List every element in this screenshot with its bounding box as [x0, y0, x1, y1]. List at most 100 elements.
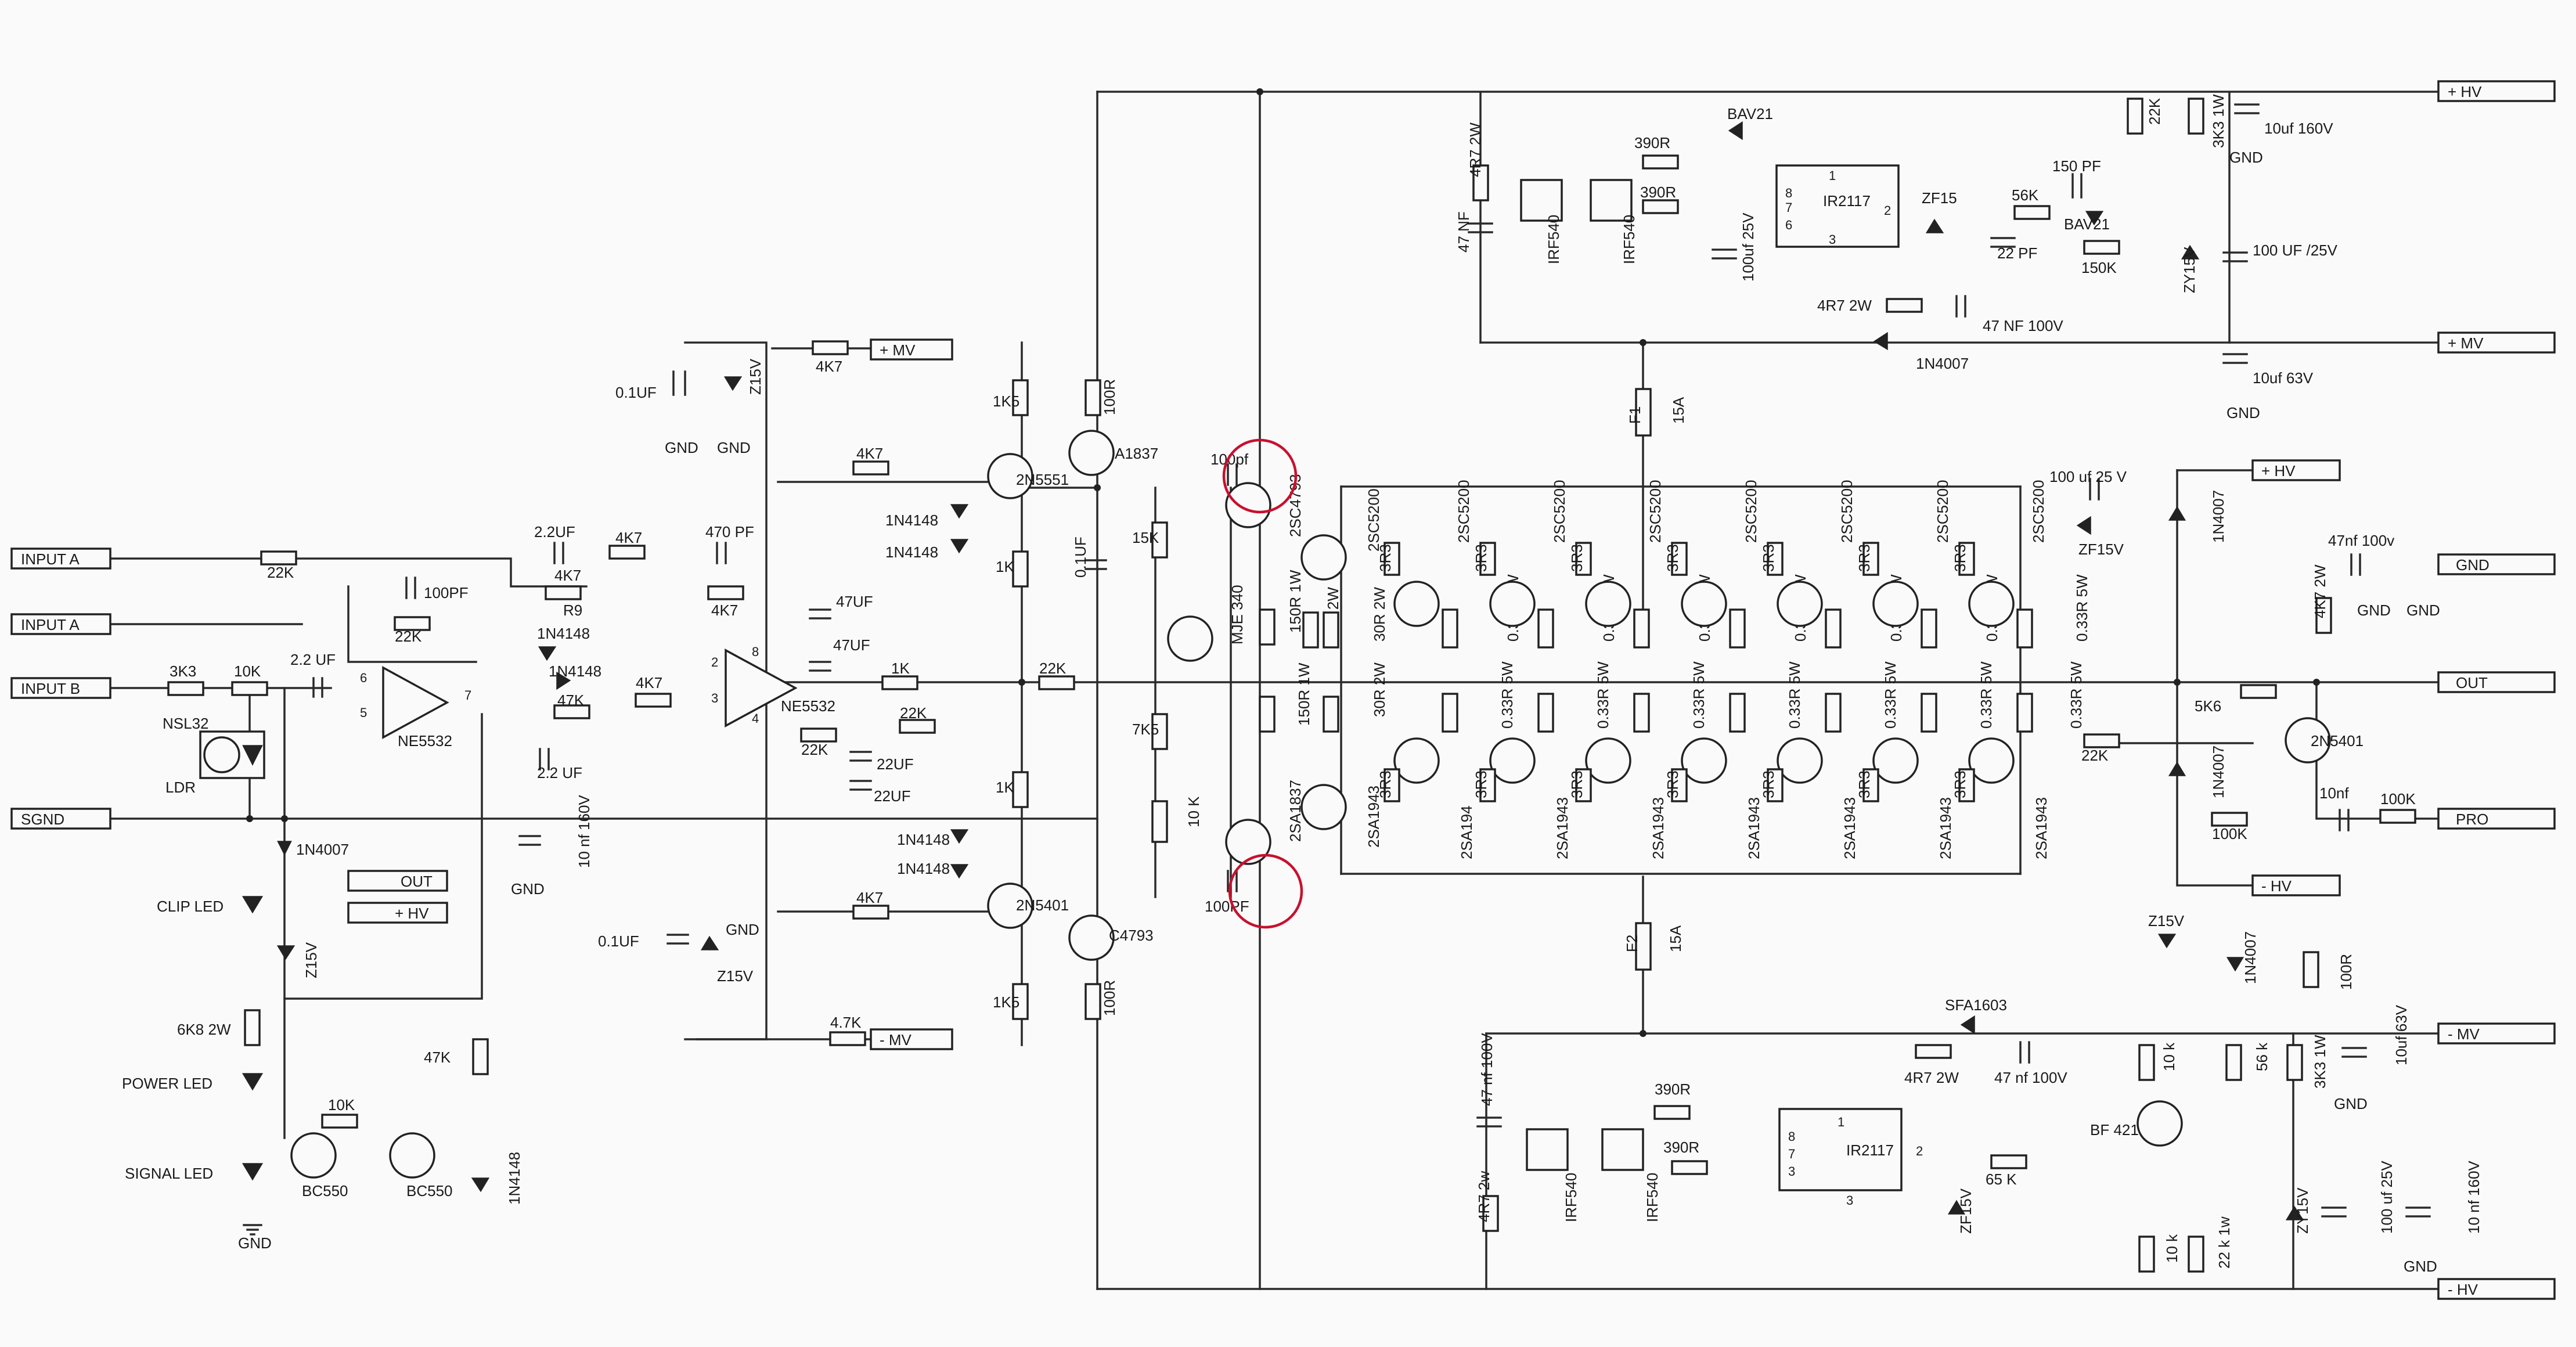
hv-port-right[interactable] [2251, 459, 2341, 481]
hv-neg-port-bot[interactable] [2437, 1278, 2556, 1300]
component-label: 1N4148 [897, 860, 950, 877]
component-label: 30R 2W [1371, 662, 1388, 717]
component-label: 47 NF [1455, 211, 1472, 253]
resistor-150r-a [1259, 608, 1276, 646]
pnp-transistor-5 [1777, 737, 1823, 784]
component-label: 6K8 2W [177, 1021, 231, 1038]
component-label: 10uf 63V [2253, 369, 2314, 387]
opamp-ne5532-1 [382, 666, 449, 739]
out-port-left[interactable] [347, 870, 448, 892]
component-label: 2.2 UF [290, 651, 336, 668]
component-label: 3 [1846, 1193, 1853, 1208]
component-label: ZF15 [1922, 189, 1957, 207]
capacitor-100pf-bot [1227, 870, 1238, 892]
input-a-port-2[interactable] [10, 613, 111, 635]
component-label: BC550 [406, 1182, 453, 1200]
component-label: 10uf 160V [2264, 120, 2333, 137]
component-label: 2SA194 [1458, 805, 1475, 859]
gnd-symbol-led [243, 1224, 262, 1236]
component-label: 1N4148 [897, 831, 950, 848]
component-label: 1K5 [993, 993, 1019, 1011]
base-resistor-pnp-6 [1862, 768, 1879, 802]
mv-port-top[interactable] [2437, 332, 2556, 354]
resistor-22k-top [2127, 98, 2143, 135]
resistor-4r7-bottom-b [1482, 1195, 1499, 1232]
component-label: 47 nf 100V [1478, 1033, 1496, 1106]
component-label: 150R 1W [1287, 570, 1304, 633]
emitter-resistor-npn-1 [1442, 608, 1458, 649]
mv-port-input[interactable] [870, 338, 953, 361]
input-a-port-1[interactable] [10, 548, 111, 570]
power-led-icon [242, 1073, 264, 1091]
resistor-100r-bottom [2303, 951, 2319, 988]
component-label: 22K [1039, 660, 1067, 677]
component-label: 47nf 100v [2328, 532, 2394, 549]
emitter-resistor-pnp-5 [1825, 693, 1842, 733]
gnd-port-right[interactable] [2437, 553, 2556, 575]
capacitor-10uf-63v-top [2222, 353, 2248, 364]
component-label: 100uf 25V [1739, 213, 1757, 282]
component-label: MJE 340 [1228, 585, 1246, 644]
mv-neg-label-right: - MV [2448, 1025, 2480, 1043]
emitter-resistor-npn-7 [2016, 608, 2033, 649]
component-label: 3R3 [1951, 544, 1969, 572]
component-label: 4R7 2W [1904, 1069, 1959, 1086]
component-label: 1N4007 [296, 841, 349, 858]
resistor-390r-d [1671, 1160, 1708, 1175]
resistor-22k-fb [394, 616, 431, 631]
base-resistor-pnp-4 [1671, 768, 1688, 802]
component-label: NE5532 [398, 732, 452, 750]
component-label: 10nf [2319, 784, 2349, 802]
component-label: 10 nf 160V [2465, 1161, 2483, 1234]
base-resistor-npn-5 [1767, 542, 1784, 576]
sgnd-port[interactable] [10, 808, 111, 830]
pro-port[interactable] [2437, 808, 2556, 830]
signal-led-icon [242, 1163, 264, 1181]
hv-port-top[interactable] [2437, 80, 2556, 102]
component-label: 100R [1101, 980, 1118, 1016]
component-label: 390R [1655, 1081, 1691, 1098]
hv-port-left[interactable] [347, 902, 448, 924]
component-label: 100PF [424, 584, 469, 602]
transistor-2sa1943-driver [1300, 784, 1347, 830]
mv-port-neg-left[interactable] [870, 1028, 953, 1050]
component-label: 100K [2212, 825, 2247, 842]
component-label: BC550 [302, 1182, 348, 1200]
component-label: Z15V [717, 967, 754, 985]
resistor-4k7-mv [812, 340, 849, 355]
component-label: 4R7 2W [1467, 123, 1484, 177]
component-label: 22 PF [1997, 244, 2037, 262]
hv-neg-port-right[interactable] [2251, 874, 2341, 896]
capacitor-100pf [405, 577, 416, 599]
input-b-port[interactable] [10, 677, 111, 699]
resistor-4r7-top-b [1886, 298, 1923, 313]
component-label: 1K [996, 779, 1014, 796]
mv-label-input: + MV [880, 341, 916, 359]
component-label: ZF15V [2078, 541, 2124, 558]
component-label: GND [2229, 149, 2263, 166]
resistor-4k7-vas-top [852, 460, 889, 476]
transistor-bf421 [2137, 1100, 2183, 1147]
resistor-100r-bot [1085, 983, 1101, 1020]
base-resistor-npn-6 [1862, 542, 1879, 576]
out-port-right[interactable] [2437, 671, 2556, 693]
component-label: 0.1UF [598, 932, 639, 950]
component-label: 100R [1101, 379, 1118, 415]
component-label: 150K [2081, 259, 2117, 276]
resistor-1k-vas-b [1012, 771, 1029, 808]
resistor-47k-led [472, 1038, 489, 1075]
capacitor-150pf [2071, 173, 2083, 199]
capacitor-0u1-top [672, 370, 686, 396]
component-label: BAV21 [1727, 105, 1773, 123]
component-label: 470 PF [705, 523, 754, 541]
mv-neg-port-right[interactable] [2437, 1022, 2556, 1045]
component-label: 2N5401 [1016, 896, 1069, 914]
component-label: 100K [2380, 790, 2416, 808]
component-label: 0.33R 5W [1594, 661, 1612, 729]
resistor-100r-top [1085, 379, 1101, 416]
resistor-22k-a [1038, 675, 1075, 690]
capacitor-100uf-bottom [2321, 1206, 2347, 1218]
component-label: 3R3 [1856, 544, 1873, 572]
component-label: 5K6 [2195, 697, 2221, 715]
clip-led-icon [242, 896, 264, 914]
